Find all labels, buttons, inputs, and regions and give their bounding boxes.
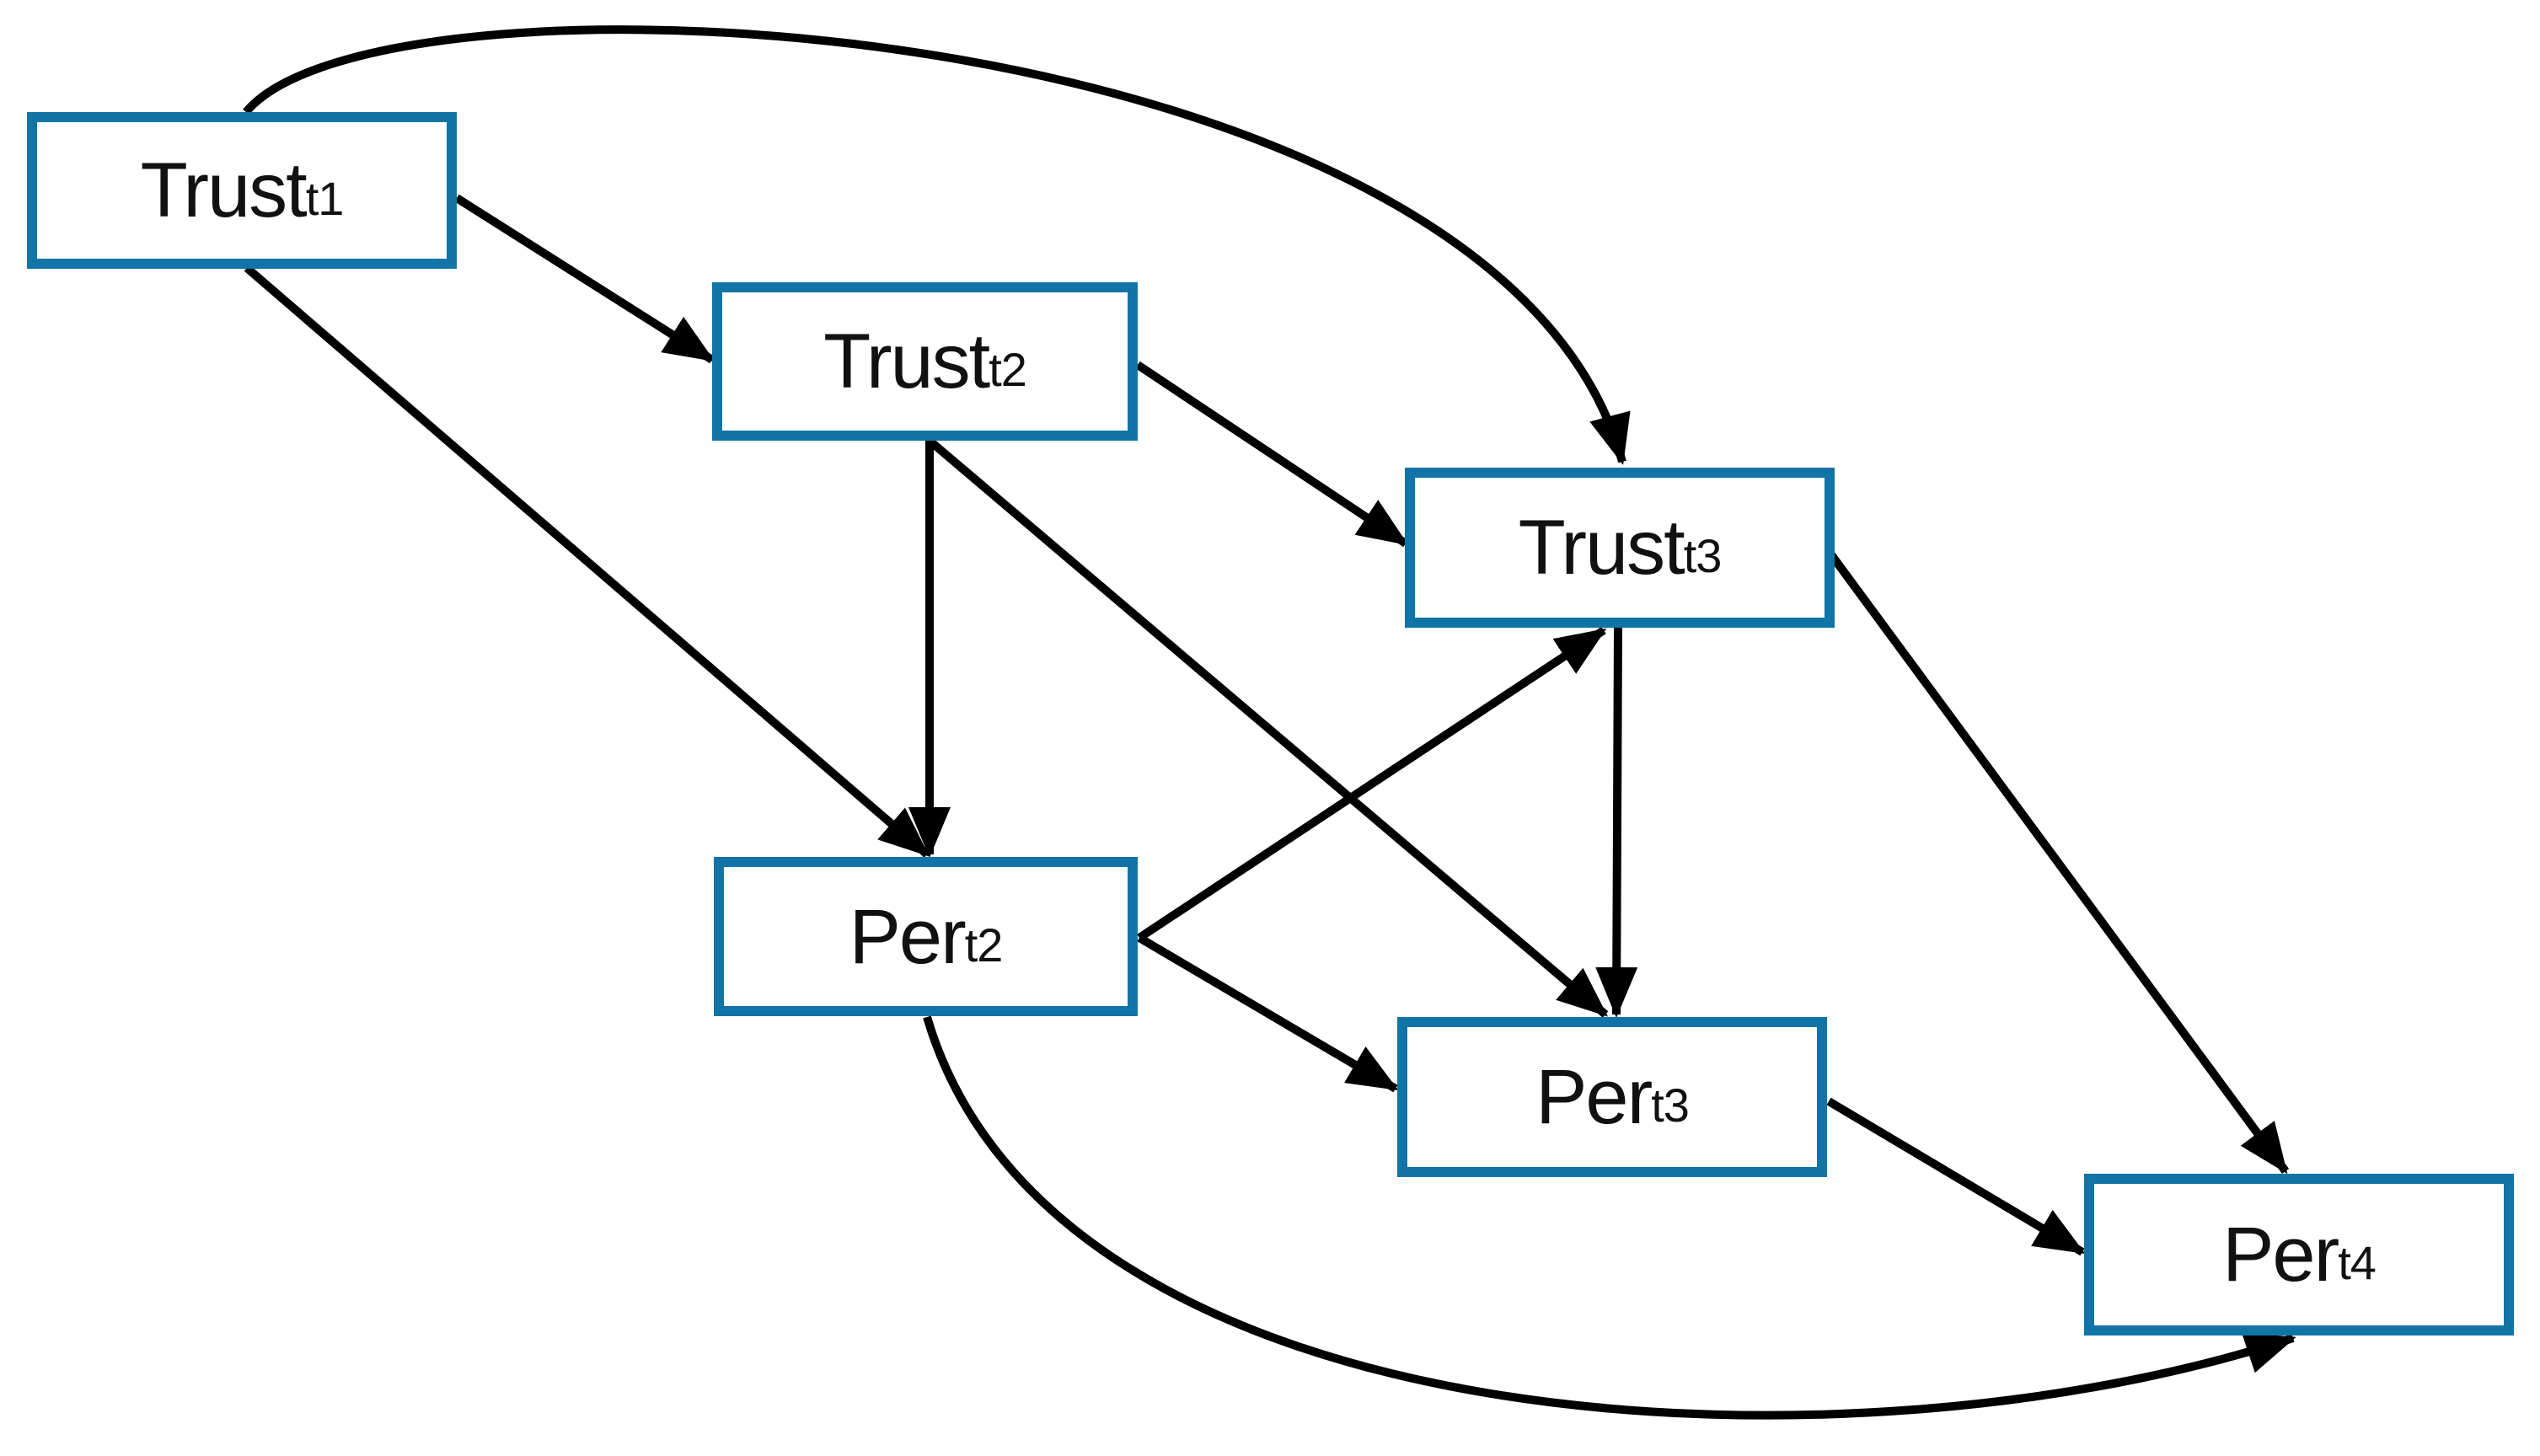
node-label: Trust	[823, 318, 990, 404]
arrow-trust-t2-to-trust-t3	[1135, 361, 1409, 548]
arrow-per-t2-to-per-t4-curve	[923, 1015, 2296, 1420]
node-label: Per	[849, 893, 967, 980]
node-label: Per	[2222, 1212, 2339, 1298]
arrow-trust-t1-to-per-t2	[244, 265, 930, 858]
node-subscript: t2	[964, 918, 1004, 972]
node-subscript: t3	[1683, 529, 1723, 583]
arrow-per-t2-to-per-t3	[1137, 934, 1399, 1093]
arrow-trust-t1-to-trust-t2	[454, 194, 715, 364]
node-subscript: t3	[1651, 1079, 1690, 1132]
node-label: Trust	[140, 147, 308, 233]
node-subscript: t1	[305, 172, 345, 226]
arrow-per-t2-to-trust-t3	[1137, 626, 1607, 942]
arrow-trust-t1-to-trust-t3-curve	[243, 25, 1631, 465]
arrow-trust-t3-to-per-t3	[1595, 627, 1638, 1018]
arrow-trust-t2-to-per-t3	[926, 437, 1609, 1018]
node-subscript: t4	[2338, 1236, 2377, 1290]
node-label: Per	[1535, 1054, 1653, 1140]
node-label: Trust	[1518, 505, 1685, 591]
node-subscript: t2	[989, 343, 1027, 397]
arrow-trust-t3-to-per-t4	[1826, 551, 2290, 1175]
arrow-per-t3-to-per-t4	[1826, 1097, 2086, 1256]
